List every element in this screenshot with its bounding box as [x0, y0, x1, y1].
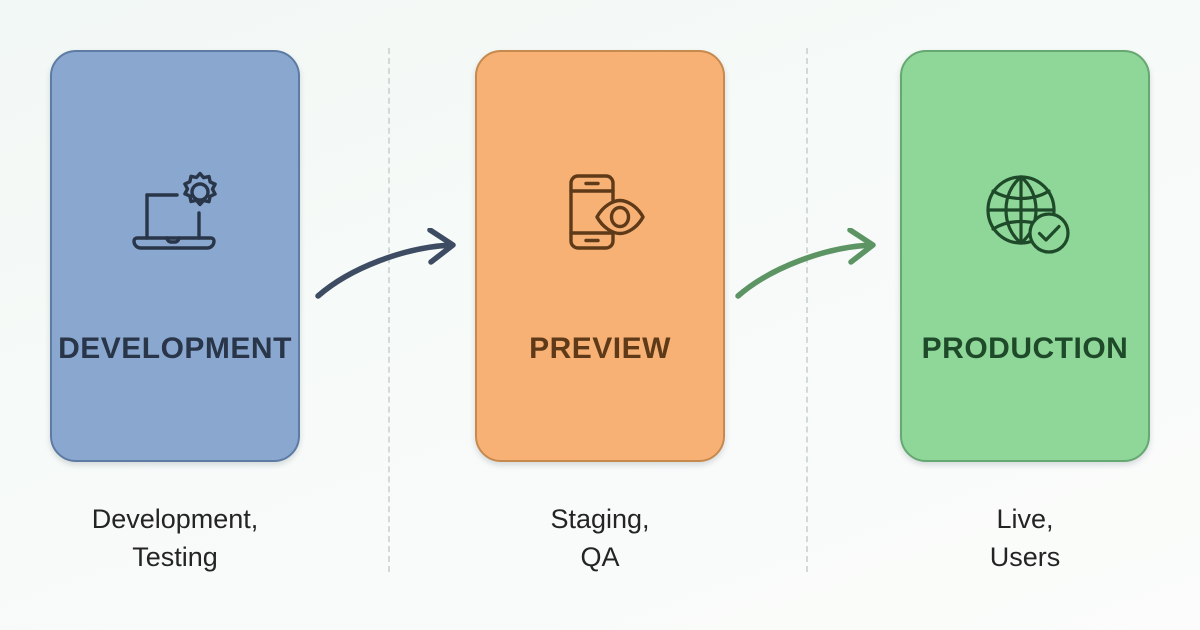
caption-line: Users	[989, 542, 1061, 572]
stage-card-preview[interactable]: PREVIEW	[475, 50, 725, 462]
stage-column-preview: PREVIEW Staging, QA	[450, 0, 750, 630]
arrow-preview-to-production	[730, 227, 890, 313]
stage-column-development: DEVELOPMENT Development, Testing	[25, 0, 325, 630]
stage-column-production: PRODUCTION Live, Users	[875, 0, 1175, 630]
caption-line: Live,	[996, 504, 1054, 534]
stage-card-development[interactable]: DEVELOPMENT	[50, 50, 300, 462]
laptop-gear-icon	[52, 166, 298, 258]
caption-line: Staging,	[550, 504, 650, 534]
stage-divider-1	[388, 48, 390, 572]
stage-caption-production: Live, Users	[875, 500, 1175, 576]
stage-caption-development: Development, Testing	[25, 500, 325, 576]
stage-caption-preview: Staging, QA	[450, 500, 750, 576]
stage-card-production[interactable]: PRODUCTION	[900, 50, 1150, 462]
mobile-eye-icon	[477, 166, 723, 258]
stage-label-preview: PREVIEW	[529, 332, 671, 365]
caption-line: QA	[580, 542, 620, 572]
caption-line: Testing	[132, 542, 218, 572]
caption-line: Development,	[91, 504, 259, 534]
stage-label-production: PRODUCTION	[921, 332, 1129, 365]
globe-check-icon	[902, 166, 1148, 258]
arrow-development-to-preview	[310, 227, 470, 313]
stage-label-development: DEVELOPMENT	[58, 332, 292, 365]
stage-divider-2	[806, 48, 808, 572]
